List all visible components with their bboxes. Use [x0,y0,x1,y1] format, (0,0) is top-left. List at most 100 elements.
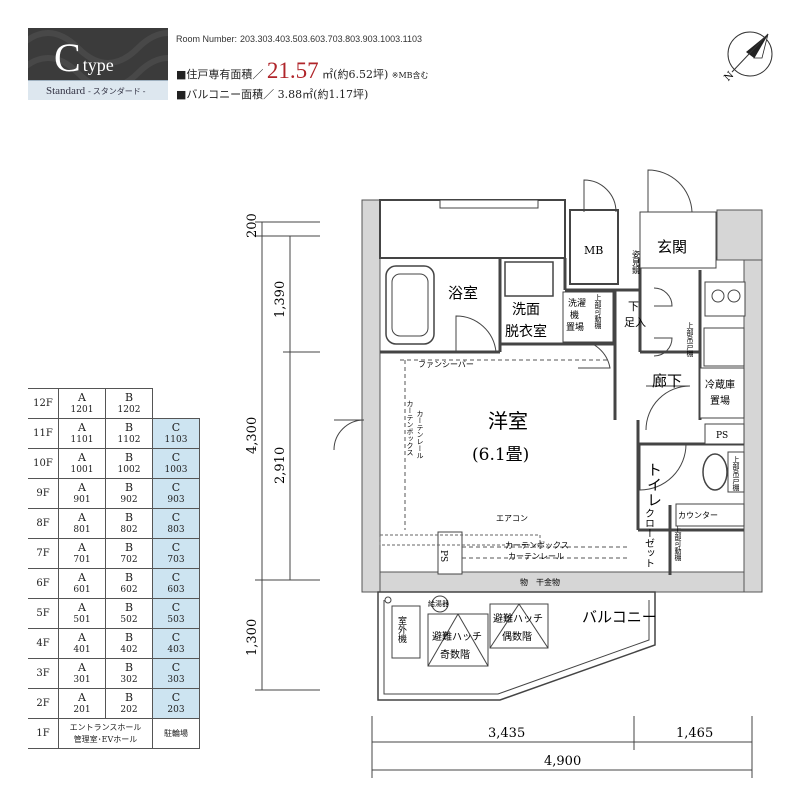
dim-3435: 3,435 [488,726,525,741]
floor-label: 2F [28,688,59,719]
unit-type: B [124,570,134,584]
floor-label: 1F [28,718,59,749]
aircon-label: エアコン [496,514,528,523]
unit-type: C [171,450,181,464]
ps-box-bottom [437,531,463,575]
dim-200: 200 [245,213,260,238]
area-unit: ㎡(約6.52坪) [322,68,389,81]
toilet-shelf-label: 上部吊戸棚 [732,455,740,492]
unit-type: A [78,480,86,494]
entrance-label: 玄関 [657,238,687,256]
unit-number: 903 [167,494,185,505]
unit-type: C [171,690,181,704]
curtain-box-label-h: カーテンボックス [505,541,569,550]
fridge-label-2: 置場 [710,394,730,407]
washing-label-1: 洗濯 [568,297,586,309]
water-heater-label: 給湯器 [428,599,449,608]
upper-cabinet-label: 上部吊戸棚 [686,321,694,358]
standard-label: Standard- スタンダード - [28,80,168,100]
floor-label: 11F [28,418,59,449]
mb-box [569,209,619,285]
unit-number: 303 [167,674,185,685]
fan-bar-label: ファンシーバー [418,360,474,369]
hatch-odd-floors: 奇数階 [440,648,470,661]
curtain-box-label-v: カーテンボックス [406,400,414,456]
unit-number: 803 [167,524,185,535]
unit-number: 402 [120,644,138,655]
unit-number: 1003 [164,464,188,475]
balcony-label: バルコニー [582,608,657,626]
ps-box-top [704,423,745,445]
dim-2910: 2,910 [273,447,288,484]
unit-type: A [78,690,86,704]
area-value: 21.57 [266,58,319,83]
western-room-label: 洋室 [488,409,528,433]
unit-type: C [171,600,181,614]
western-room-size: (6.1畳) [472,445,529,465]
hatch-even-floors: 偶数階 [502,630,532,643]
upper-shelf-label: 上部可動棚 [594,293,602,330]
floor-label: 9F [28,478,59,509]
unit-type: A [78,510,86,524]
unit-number: 902 [120,494,138,505]
dim-1390: 1,390 [273,281,288,318]
unit-type: C [171,630,181,644]
unit-type: A [78,630,86,644]
unit-number: 701 [73,554,91,565]
unit-type: B [124,480,134,494]
toilet [702,453,728,491]
unit-number: 602 [120,584,138,595]
doors [333,169,693,491]
unit-type: A [78,600,86,614]
unit-number: 1103 [164,434,188,445]
unit-type: A [78,420,86,434]
unit-number: 601 [73,584,91,595]
entrance-box [639,211,717,269]
fridge-label-1: 冷蔵庫 [705,378,735,391]
bike-parking-cell: 駐輪場 [152,718,200,749]
ps-label-top: PS [716,431,728,441]
hatch-even-label: 避難ハッチ [493,612,543,625]
compass-icon: N [722,31,773,84]
washing-label-3: 置場 [566,321,584,333]
floor-label: 8F [28,508,59,539]
unit-number: 702 [120,554,138,565]
room-labels: 浴室 洗面 脱衣室 洗濯 機 置場 上部可動棚 MB 玄関 姿見鏡 下 足入 上… [396,238,740,661]
washing-label-2: 機 [570,309,579,321]
unit-cell-empty [153,389,200,419]
unit-type: A [78,450,86,464]
unit-type: A [78,540,86,554]
toilet-label: トイレ [645,462,663,507]
floor-label: 3F [28,658,59,689]
counter-label: カウンター [678,511,718,520]
unit-number: 503 [167,614,185,625]
type-letter: C [54,35,81,80]
drying-hardware-label: 物 干金物 [520,577,560,587]
unit-number: 1201 [70,404,94,415]
dim-1465: 1,465 [676,726,713,741]
area-note: ※MB含む [391,71,429,80]
floor-label: 6F [28,568,59,599]
curtain-rail-label-v: カーテンレール [416,410,424,459]
dim-4300: 4,300 [245,417,260,454]
